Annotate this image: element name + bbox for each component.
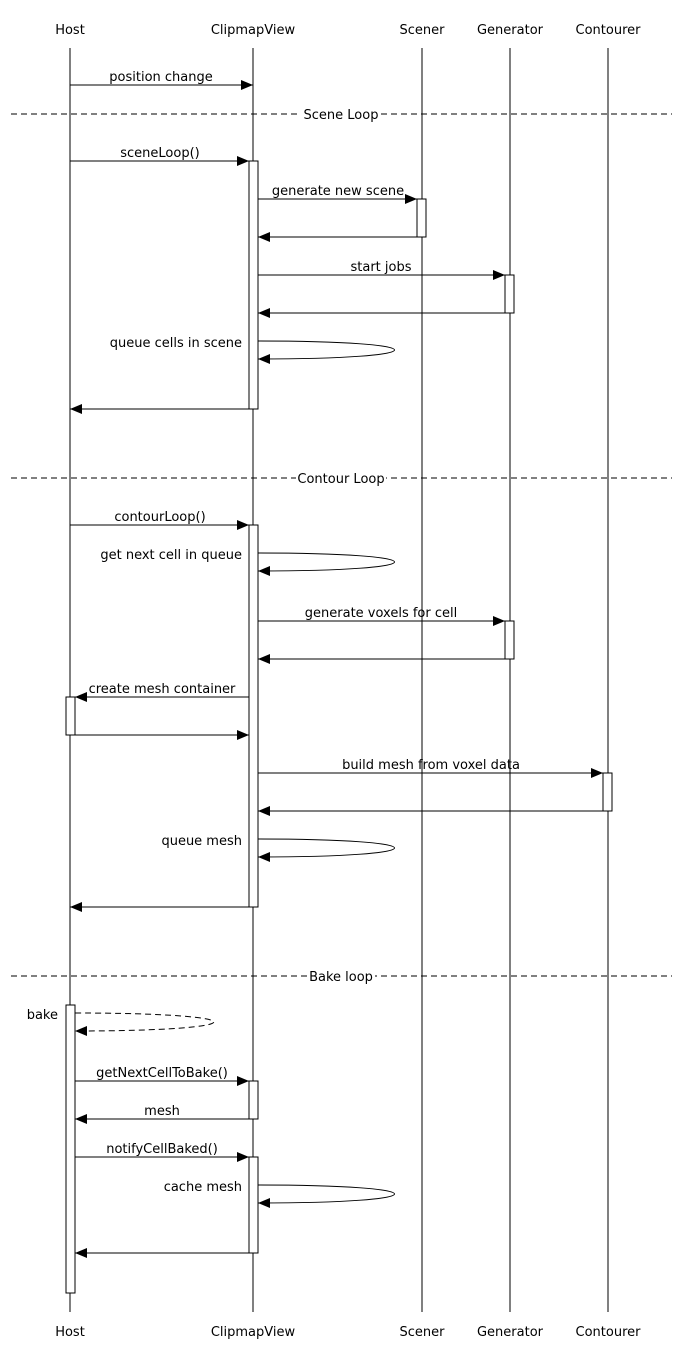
- label-build-mesh-from-voxel-data: build mesh from voxel data: [342, 758, 520, 773]
- separator-contour-loop-label: Contour Loop: [297, 472, 384, 487]
- label-position-change: position change: [109, 70, 212, 85]
- arrow-cache-mesh: [257, 1184, 395, 1208]
- participant-contourer-top: Contourer: [576, 23, 642, 38]
- participant-contourer-bottom: Contourer: [576, 1325, 642, 1340]
- activation-host-contour: [65, 696, 76, 736]
- label-bake: bake: [27, 1008, 58, 1023]
- separator-bake-loop-label-bg: [307, 967, 375, 984]
- participant-clipmapview-bottom: ClipmapView: [211, 1325, 296, 1340]
- arrow-queue-mesh: [257, 838, 395, 862]
- activation-contourer: [602, 772, 613, 812]
- separator-contour-loop-label-bg: [296, 469, 386, 486]
- activation-generator-scene: [504, 274, 515, 314]
- label-queue-cells-in-scene: queue cells in scene: [110, 336, 242, 351]
- participant-clipmapview-top: ClipmapView: [211, 23, 296, 38]
- label-contour-loop-call: contourLoop(): [114, 510, 205, 525]
- activation-scener: [416, 198, 427, 238]
- label-generate-voxels-for-cell: generate voxels for cell: [305, 606, 457, 621]
- activation-clipmapview-contour: [248, 524, 259, 908]
- activation-clipmapview-bake-1: [248, 1080, 259, 1120]
- participant-scener-bottom: Scener: [400, 1325, 446, 1340]
- label-scene-loop-call: sceneLoop(): [120, 146, 199, 161]
- separator-scene-loop-label: Scene Loop: [304, 108, 379, 123]
- participant-host-bottom: Host: [55, 1325, 85, 1340]
- label-cache-mesh: cache mesh: [164, 1180, 242, 1195]
- activation-host-bake: [65, 1004, 76, 1294]
- activation-generator-contour: [504, 620, 515, 660]
- participant-generator-bottom: Generator: [477, 1325, 544, 1340]
- arrow-queue-cells-in-scene: [257, 340, 395, 364]
- label-mesh: mesh: [144, 1104, 180, 1119]
- arrow-get-next-cell-in-queue: [257, 552, 395, 576]
- participant-generator-top: Generator: [477, 23, 544, 38]
- label-get-next-cell-to-bake: getNextCellToBake(): [96, 1066, 228, 1081]
- label-start-jobs: start jobs: [350, 260, 411, 275]
- activation-clipmapview-scene: [248, 160, 259, 410]
- label-create-mesh-container: create mesh container: [89, 682, 236, 697]
- participant-host-top: Host: [55, 23, 85, 38]
- arrow-bake: [74, 1012, 215, 1036]
- activation-clipmapview-bake-2: [248, 1156, 259, 1254]
- separator-bake-loop-label: Bake loop: [309, 970, 373, 985]
- label-queue-mesh: queue mesh: [161, 834, 242, 849]
- label-generate-new-scene: generate new scene: [272, 184, 404, 199]
- label-notify-cell-baked: notifyCellBaked(): [106, 1142, 218, 1157]
- label-get-next-cell-in-queue: get next cell in queue: [100, 548, 242, 563]
- separator-scene-loop-label-bg: [301, 105, 381, 122]
- participant-scener-top: Scener: [400, 23, 446, 38]
